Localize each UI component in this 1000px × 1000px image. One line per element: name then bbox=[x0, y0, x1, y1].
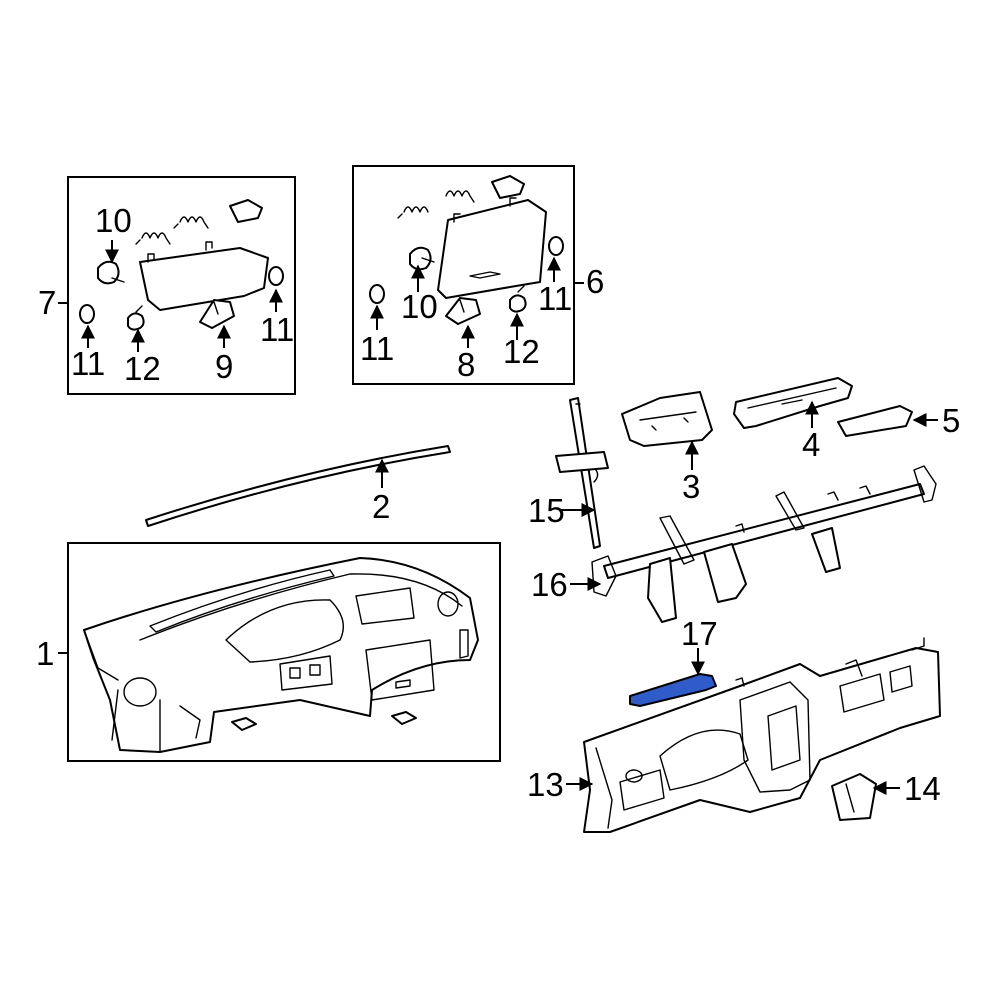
callout-5: 5 bbox=[942, 402, 960, 439]
callout-11: 11 bbox=[538, 280, 572, 317]
callout-4: 4 bbox=[802, 426, 820, 463]
left-inset-parts bbox=[79, 199, 284, 331]
callout-3: 3 bbox=[682, 468, 700, 505]
bracket-part-14 bbox=[831, 773, 877, 821]
panel-part-3 bbox=[621, 391, 713, 447]
callout-11: 11 bbox=[260, 311, 294, 348]
callout-16: 16 bbox=[531, 566, 568, 603]
callout-17: 17 bbox=[681, 615, 718, 652]
callout-2: 2 bbox=[372, 488, 390, 525]
dash-carrier bbox=[583, 637, 941, 833]
callout-12: 12 bbox=[124, 350, 161, 387]
panel-part-4 bbox=[733, 377, 853, 429]
cross-car-beam bbox=[591, 465, 937, 623]
callout-14: 14 bbox=[904, 770, 941, 807]
callout-8: 8 bbox=[457, 346, 475, 383]
callout-6: 6 bbox=[586, 263, 604, 300]
callout-1: 1 bbox=[36, 635, 54, 672]
callout-12: 12 bbox=[503, 333, 540, 370]
callout-9: 9 bbox=[215, 348, 233, 385]
callout-7: 7 bbox=[38, 284, 56, 321]
callout-15: 15 bbox=[528, 492, 565, 529]
instrument-panel bbox=[83, 557, 479, 753]
right-inset-parts bbox=[369, 175, 564, 325]
defroster-strip bbox=[145, 445, 451, 527]
inset-box-right bbox=[352, 165, 575, 385]
inset-box-left bbox=[67, 176, 296, 395]
panel-part-5 bbox=[837, 405, 913, 437]
callout-13: 13 bbox=[527, 766, 564, 803]
callout-11: 11 bbox=[360, 330, 394, 367]
callout-10: 10 bbox=[401, 288, 438, 325]
callout-11: 11 bbox=[71, 345, 105, 382]
callout-10: 10 bbox=[95, 202, 132, 239]
